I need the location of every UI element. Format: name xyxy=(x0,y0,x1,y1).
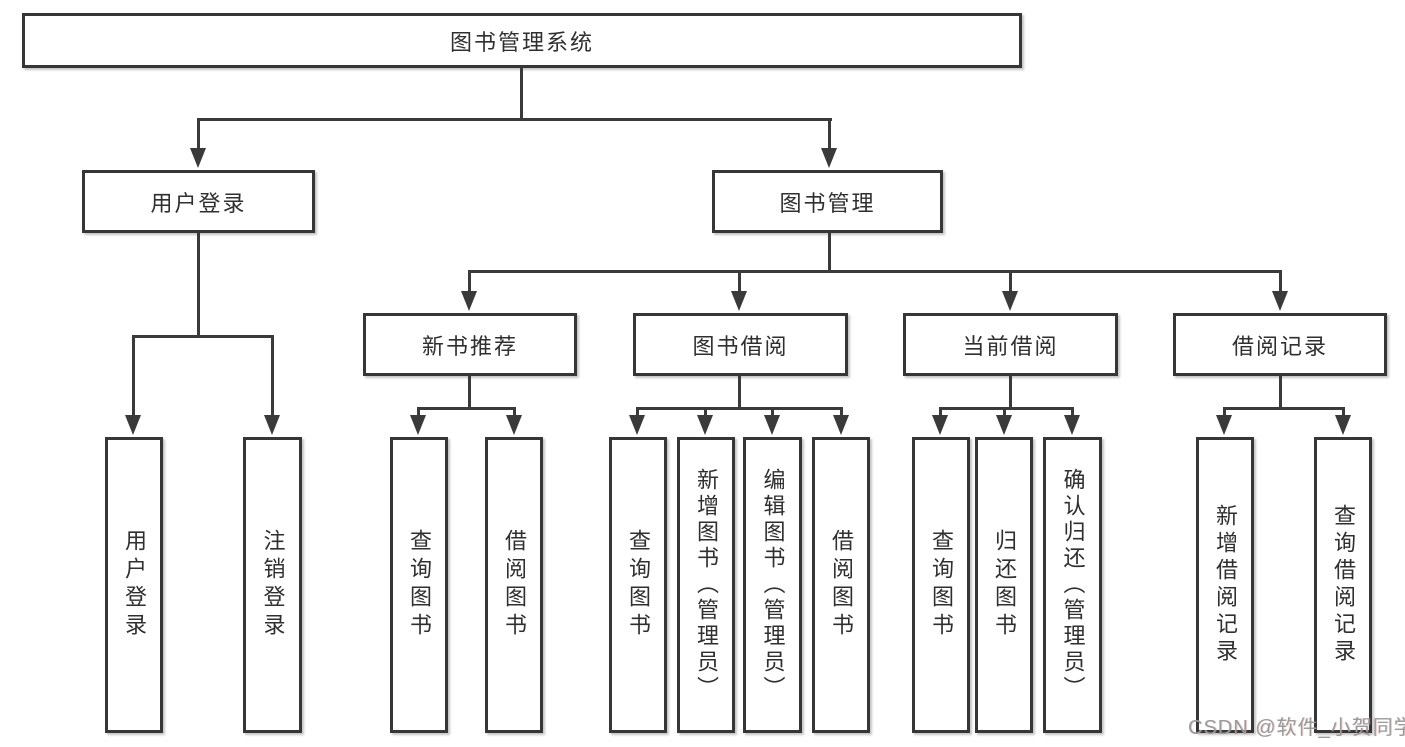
connector-borrowing-records-bus xyxy=(1223,407,1345,410)
connector-drop-leaf-10 xyxy=(1003,407,1006,419)
leaf-confirm-return-admin-label: 确认归还（管理员） xyxy=(1060,468,1086,702)
connector-drop-leaf-11 xyxy=(1071,407,1074,419)
leaf-return-books-label: 归还图书 xyxy=(992,529,1017,641)
connector-drop-leaf-1 xyxy=(132,335,135,419)
connector-level3-bus xyxy=(468,270,1282,273)
node-book-management-label: 图书管理 xyxy=(779,190,876,216)
leaf-add-books-admin: 新增图书（管理员） xyxy=(677,437,735,733)
arrow-down-leaf-8 xyxy=(833,415,849,435)
connector-drop-leaf-5 xyxy=(636,407,639,419)
connector-current-borrowing-stub xyxy=(1009,376,1012,407)
connector-root-stub xyxy=(520,68,523,118)
leaf-borrow-books-1-label: 借阅图书 xyxy=(502,529,527,641)
leaf-query-books-2: 查询图书 xyxy=(609,437,667,733)
leaf-query-books-3-label: 查询图书 xyxy=(929,529,954,641)
arrow-down-leaf-6 xyxy=(697,415,713,435)
node-new-book-recommend-label: 新书推荐 xyxy=(421,333,518,359)
arrow-down-leaf-12 xyxy=(1216,415,1232,435)
leaf-query-books-3: 查询图书 xyxy=(912,437,970,733)
node-current-borrowing: 当前借阅 xyxy=(903,313,1118,376)
arrow-down-book-borrowing xyxy=(731,291,747,311)
leaf-edit-books-admin: 编辑图书（管理员） xyxy=(743,437,802,733)
node-book-borrowing: 图书借阅 xyxy=(633,313,848,376)
arrow-down-leaf-10 xyxy=(996,415,1012,435)
connector-drop-book-management xyxy=(828,118,831,152)
arrow-down-current-borrowing xyxy=(1002,291,1018,311)
connector-drop-leaf-4 xyxy=(513,407,516,419)
arrow-down-leaf-5 xyxy=(629,415,645,435)
arrow-down-borrowing-records xyxy=(1272,291,1288,311)
connector-drop-user-login xyxy=(197,118,200,152)
connector-drop-leaf-13 xyxy=(1342,407,1345,419)
connector-drop-book-borrowing xyxy=(738,270,741,295)
node-user-login-label: 用户登录 xyxy=(150,190,247,216)
arrow-down-leaf-13 xyxy=(1335,415,1351,435)
connector-drop-leaf-2 xyxy=(271,335,274,419)
arrow-down-book-management xyxy=(821,148,837,168)
root-node-label: 图书管理系统 xyxy=(449,29,594,55)
leaf-borrow-books-2: 借阅图书 xyxy=(812,437,870,733)
arrow-down-leaf-2 xyxy=(264,415,280,435)
connector-book-borrowing-stub xyxy=(738,376,741,407)
connector-drop-leaf-7 xyxy=(771,407,774,419)
connector-new-book-stub xyxy=(468,376,471,407)
leaf-borrow-books-2-label: 借阅图书 xyxy=(829,529,854,641)
leaf-edit-books-admin-label: 编辑图书（管理员） xyxy=(760,468,786,702)
connector-new-book-bus xyxy=(417,407,516,410)
leaf-add-borrow-record-label: 新增借阅记录 xyxy=(1213,504,1238,666)
connector-drop-current-borrowing xyxy=(1009,270,1012,295)
connector-user-login-bus xyxy=(132,335,274,338)
connector-drop-borrowing-records xyxy=(1279,270,1282,295)
leaf-add-books-admin-label: 新增图书（管理员） xyxy=(694,468,719,702)
connector-current-borrowing-bus xyxy=(939,407,1074,410)
arrow-down-leaf-1 xyxy=(125,415,141,435)
connector-user-login-stub xyxy=(197,233,200,335)
leaf-add-borrow-record: 新增借阅记录 xyxy=(1196,437,1254,733)
arrow-down-user-login xyxy=(190,148,206,168)
connector-drop-leaf-9 xyxy=(939,407,942,419)
leaf-logout-label: 注销登录 xyxy=(260,529,286,641)
connector-drop-leaf-6 xyxy=(704,407,707,419)
leaf-borrow-books-1: 借阅图书 xyxy=(485,437,543,733)
connector-borrowing-records-stub xyxy=(1279,376,1282,407)
arrow-down-leaf-7 xyxy=(764,415,780,435)
arrow-down-new-book xyxy=(461,291,477,311)
connector-level2-bus xyxy=(197,118,832,121)
connector-drop-leaf-3 xyxy=(417,407,420,419)
node-new-book-recommend: 新书推荐 xyxy=(363,313,577,376)
node-borrowing-records-label: 借阅记录 xyxy=(1231,333,1328,359)
node-book-management: 图书管理 xyxy=(712,170,943,233)
leaf-query-books-2-label: 查询图书 xyxy=(626,529,651,641)
node-current-borrowing-label: 当前借阅 xyxy=(962,333,1059,359)
arrow-down-leaf-11 xyxy=(1064,415,1080,435)
leaf-query-books-1-label: 查询图书 xyxy=(407,529,432,641)
leaf-query-books-1: 查询图书 xyxy=(390,437,448,733)
leaf-user-login: 用户登录 xyxy=(105,437,163,733)
arrow-down-leaf-3 xyxy=(410,415,426,435)
leaf-logout: 注销登录 xyxy=(243,437,302,733)
csdn-watermark: CSDN @软件_小贺同学 xyxy=(1188,717,1405,739)
connector-drop-leaf-8 xyxy=(840,407,843,419)
node-borrowing-records: 借阅记录 xyxy=(1173,313,1387,376)
arrow-down-leaf-9 xyxy=(932,415,948,435)
connector-drop-leaf-12 xyxy=(1223,407,1226,419)
leaf-query-borrow-record-label: 查询借阅记录 xyxy=(1331,504,1356,666)
node-user-login: 用户登录 xyxy=(82,170,315,233)
leaf-query-borrow-record: 查询借阅记录 xyxy=(1314,437,1372,733)
leaf-user-login-label: 用户登录 xyxy=(122,529,147,641)
root-node-library-system: 图书管理系统 xyxy=(22,13,1022,68)
arrow-down-leaf-4 xyxy=(506,415,522,435)
connector-book-management-stub xyxy=(828,233,831,270)
leaf-confirm-return-admin: 确认归还（管理员） xyxy=(1043,437,1102,733)
node-book-borrowing-label: 图书借阅 xyxy=(692,333,789,359)
connector-book-borrowing-bus xyxy=(636,407,843,410)
leaf-return-books: 归还图书 xyxy=(975,437,1033,733)
connector-drop-new-book xyxy=(468,270,471,295)
